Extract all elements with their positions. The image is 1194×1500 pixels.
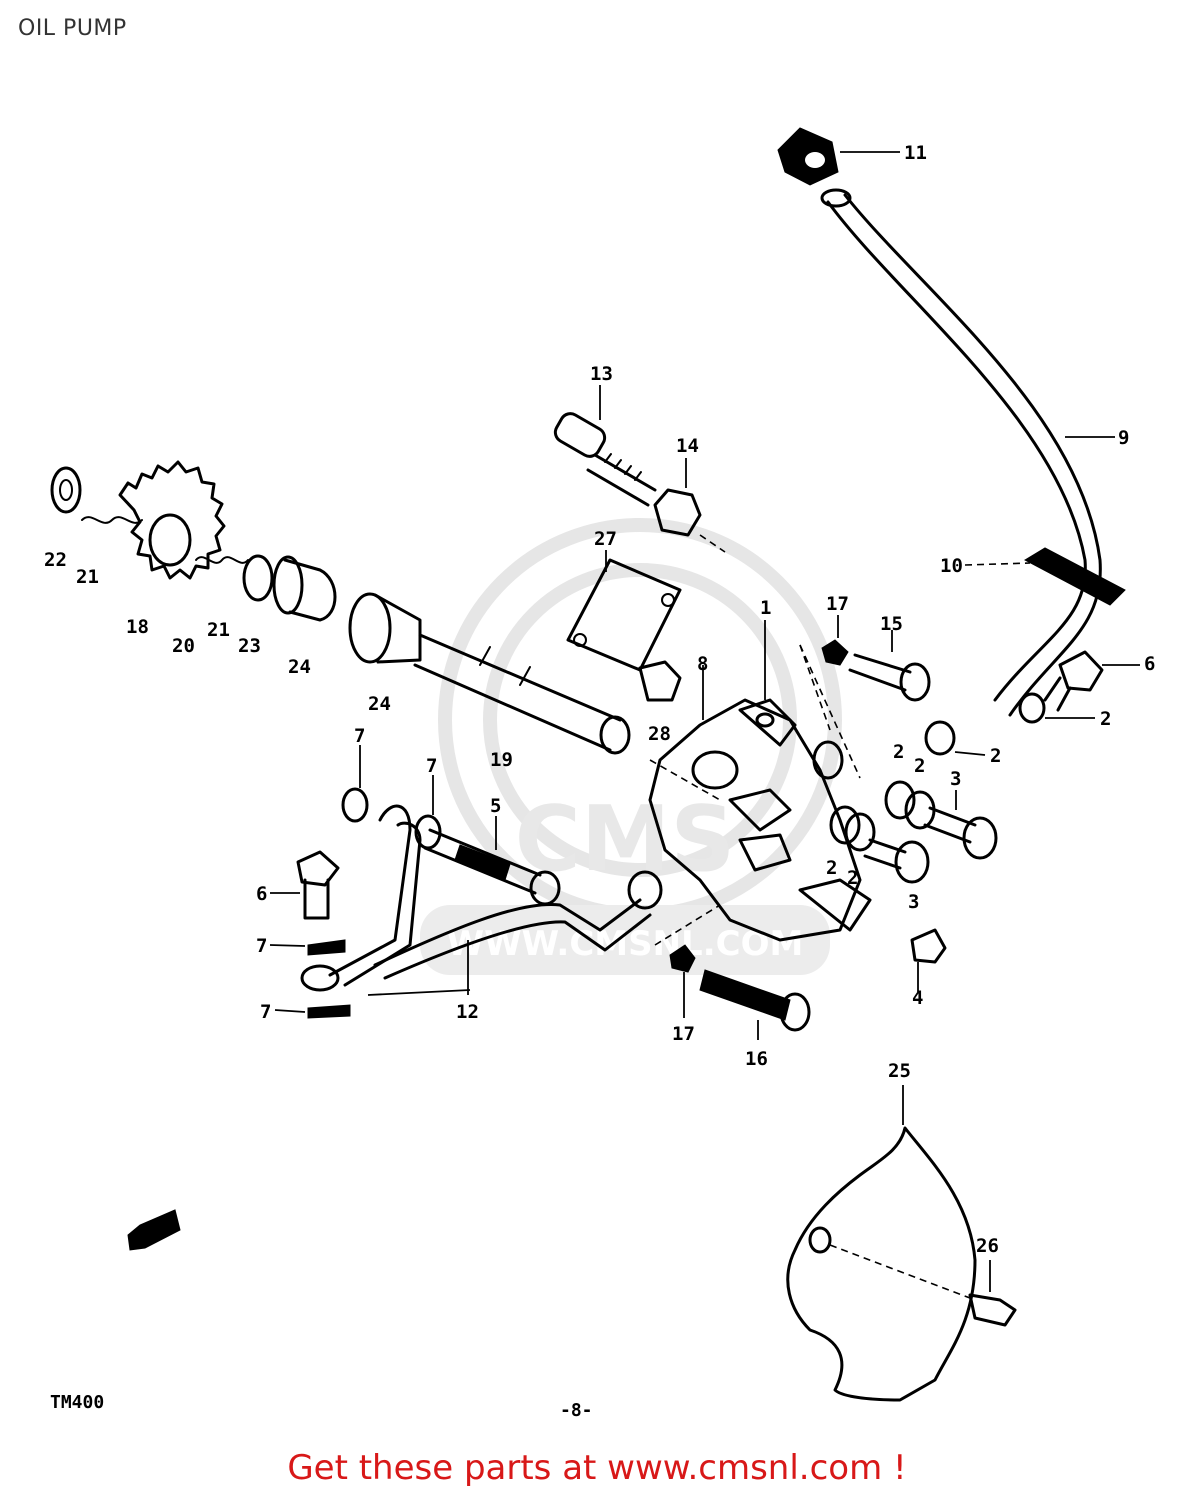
label-7-c: 7 [256,935,267,957]
oil-hose [820,188,1102,717]
oil-pipe-12 [300,804,663,992]
label-11: 11 [904,142,927,164]
label-24-b: 24 [368,693,391,715]
screw-28 [638,660,682,702]
label-2-c: 2 [893,741,904,763]
label-2-a: 2 [1100,708,1111,730]
bolt-3-lower [863,838,930,884]
label-13: 13 [590,363,613,385]
label-18: 18 [126,616,149,638]
label-1: 1 [760,597,771,619]
label-6-lower: 6 [256,883,267,905]
watermark-url: WWW.CMSNL.COM [447,924,804,964]
watermark-logo: CMS WWW.CMSNL.COM [420,518,842,975]
plug-17-upper [821,639,849,666]
label-22: 22 [44,549,67,571]
label-10: 10 [940,555,963,577]
clamp-part [777,127,839,186]
label-8: 8 [697,653,708,675]
page-number: -8- [560,1400,593,1421]
label-21-a: 21 [76,566,99,588]
bushing-24 [272,555,422,664]
label-24-a: 24 [288,656,311,678]
label-21-b: 21 [207,619,230,641]
label-2-d: 2 [914,755,925,777]
banjo-bolt-lower [296,850,340,920]
bolt-13 [553,412,657,507]
label-3-lower: 3 [908,891,919,913]
label-15: 15 [880,613,903,635]
bolt-16 [699,969,811,1032]
label-2-b: 2 [990,745,1001,767]
pump-cover [566,558,682,672]
model-code: TM400 [50,1392,104,1413]
washer-7 [307,787,442,1019]
leader-lines [269,151,1140,1292]
label-9: 9 [1118,427,1129,449]
label-5: 5 [490,795,501,817]
pump-shaft [413,633,631,755]
washers-2 [829,692,1046,852]
label-17-upper: 17 [826,593,849,615]
label-6-upper: 6 [1144,653,1155,675]
label-7-a: 7 [354,725,365,747]
label-20: 20 [172,635,195,657]
front-arrow-icon [127,1209,181,1251]
bolt-15 [848,653,931,702]
label-14: 14 [676,435,699,457]
label-17-lower: 17 [672,1023,695,1045]
banjo-bolt-upper [1043,650,1104,712]
label-19: 19 [490,749,513,771]
bolt-3-upper [923,806,998,860]
label-4: 4 [912,987,923,1009]
label-7-d: 7 [260,1001,271,1023]
parts-link-banner[interactable]: Get these parts at www.cmsnl.com ! [287,1448,907,1488]
label-2-f: 2 [847,867,858,889]
label-2-e: 2 [826,857,837,879]
label-27: 27 [594,528,617,550]
label-12: 12 [456,1001,479,1023]
part-labels: 11 9 10 13 14 27 1 17 15 8 6 2 2 2 2 3 2… [44,142,1155,1257]
side-cover-25 [786,1126,977,1402]
label-7-b: 7 [426,755,437,777]
label-25: 25 [888,1060,911,1082]
watermark-brand: CMS [515,787,735,892]
cap-4 [910,928,947,964]
plug-17-lower [669,944,696,973]
hose-clip [1023,547,1126,606]
label-16: 16 [745,1048,768,1070]
drive-gear [50,460,274,602]
page-title: OIL PUMP [18,16,127,41]
screw-26 [829,1244,1017,1327]
label-26: 26 [976,1235,999,1257]
label-23: 23 [238,635,261,657]
label-28: 28 [648,723,671,745]
nut-14 [653,488,726,553]
pump-body [648,698,872,942]
label-3-upper: 3 [950,768,961,790]
